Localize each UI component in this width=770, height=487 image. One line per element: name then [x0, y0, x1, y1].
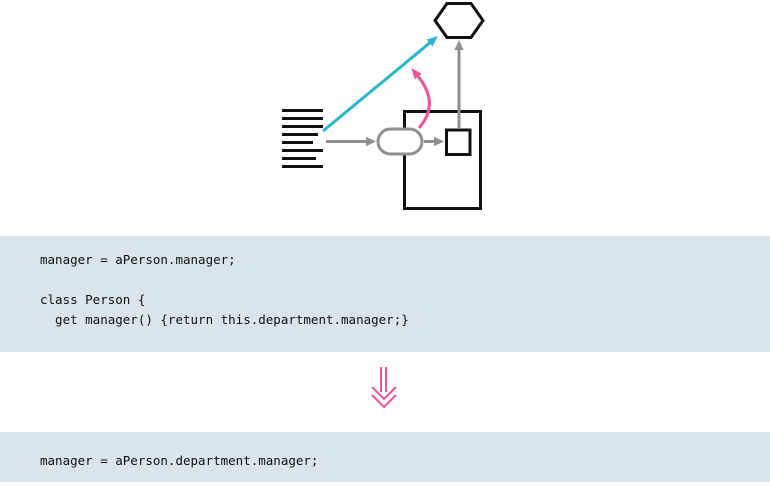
- getter-ellipse: [376, 127, 424, 156]
- class-box: [403, 110, 482, 210]
- hexagon-icon: [433, 2, 485, 39]
- double-down-arrow-icon: [371, 367, 397, 409]
- inline-curved-arrow: [416, 75, 431, 129]
- direct-access-arrow: [322, 41, 431, 133]
- code-line: [40, 270, 770, 290]
- field-box: [445, 128, 472, 156]
- code-line: manager = aPerson.department.manager;: [40, 453, 319, 468]
- inline-curved-arrowhead: [411, 68, 422, 80]
- delegation-arrowheads: [366, 40, 464, 147]
- code-line: manager = aPerson.manager;: [40, 252, 236, 267]
- code-block-after: manager = aPerson.department.manager;: [0, 432, 770, 482]
- refactoring-diagram: [282, 2, 485, 210]
- code-lines-icon: [282, 109, 323, 168]
- code-line: get manager() {return this.department.ma…: [40, 312, 409, 327]
- code-block-before: manager = aPerson.manager; class Person …: [0, 236, 770, 352]
- direct-access-arrowhead: [426, 36, 438, 47]
- code-line: class Person {: [40, 292, 146, 307]
